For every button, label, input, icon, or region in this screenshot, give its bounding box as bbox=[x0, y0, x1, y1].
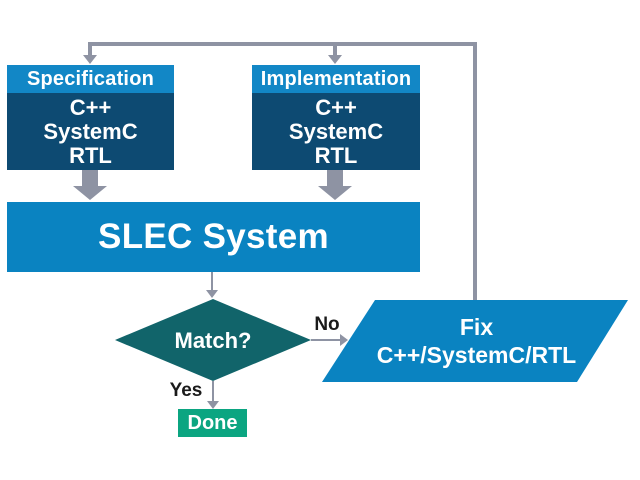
implementation-node: Implementation C++ SystemC RTL bbox=[252, 65, 420, 170]
done-label: Done bbox=[187, 411, 238, 434]
slec-system-label: SLEC System bbox=[98, 217, 329, 256]
specification-header: Specification bbox=[7, 65, 174, 93]
implementation-line-cpp: C++ bbox=[315, 94, 357, 120]
block-arrow-implementation-to-slec bbox=[318, 170, 352, 200]
arrowhead-into-fix bbox=[340, 334, 348, 346]
match-label: Match? bbox=[174, 328, 252, 353]
specification-line-cpp: C++ bbox=[69, 94, 112, 120]
fix-node-label: Fix C++/SystemC/RTL bbox=[350, 313, 603, 369]
slec-system-node: SLEC System bbox=[7, 202, 420, 272]
feedback-connector bbox=[88, 42, 477, 300]
specification-body: C++ SystemC RTL bbox=[7, 93, 174, 170]
edge-label-no: No bbox=[314, 314, 340, 335]
implementation-body: C++ SystemC RTL bbox=[252, 93, 420, 170]
implementation-line-rtl: RTL bbox=[314, 142, 358, 168]
specification-node: Specification C++ SystemC RTL bbox=[7, 65, 174, 170]
implementation-line-systemc: SystemC bbox=[288, 118, 384, 144]
fix-parallelogram bbox=[322, 300, 628, 382]
implementation-header: Implementation bbox=[252, 65, 420, 93]
specification-line-systemc: SystemC bbox=[43, 118, 138, 144]
done-node: Done bbox=[178, 409, 247, 437]
arrowhead-into-match bbox=[206, 290, 218, 298]
block-arrow-specification-to-slec bbox=[73, 170, 107, 200]
arrowhead-into-implementation bbox=[328, 55, 342, 64]
edge-label-yes: Yes bbox=[169, 380, 203, 401]
match-decision-diamond bbox=[115, 299, 311, 381]
specification-line-rtl: RTL bbox=[69, 142, 112, 168]
arrowhead-into-done bbox=[207, 401, 219, 409]
fix-line-targets: C++/SystemC/RTL bbox=[376, 342, 577, 368]
fix-line-title: Fix bbox=[459, 314, 494, 340]
arrowhead-into-specification bbox=[83, 55, 97, 64]
